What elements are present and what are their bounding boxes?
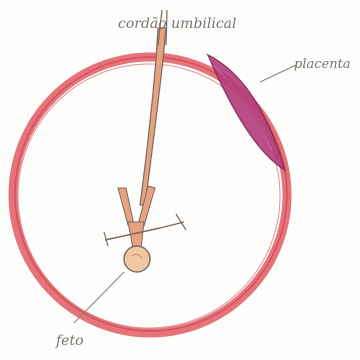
fetus-figure [104,186,186,272]
umbilical-cord [140,10,167,205]
placenta-pointer [260,65,296,82]
cord-label: cordão umbilical [118,16,237,32]
fetus-label: feto [55,333,84,349]
placenta-shape [208,55,285,170]
placenta-label: placenta [294,57,351,72]
fetus-pointer [74,272,124,323]
